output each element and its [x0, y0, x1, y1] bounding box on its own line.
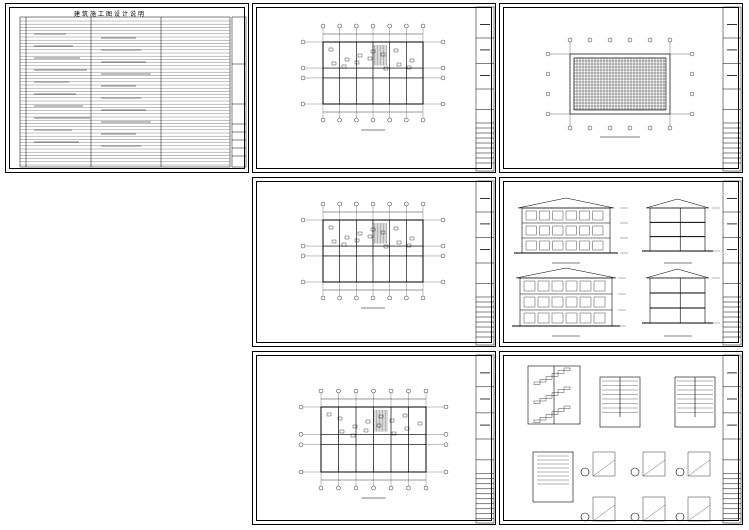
floor-plan-drawing [300, 201, 446, 309]
title-block [722, 6, 742, 172]
elevations-drawing [512, 197, 720, 337]
sheet-frame [503, 181, 739, 343]
sheet-frame [256, 355, 492, 521]
sheet-frame [256, 181, 492, 343]
roof-plan-drawing [545, 37, 695, 138]
floor-plan-drawing [298, 388, 449, 499]
drawing-sheet-floor-plan-2[interactable] [252, 177, 496, 347]
drawing-sheet-floor-plan-3[interactable] [252, 351, 496, 525]
sheet-frame [503, 355, 739, 521]
title-block [722, 354, 742, 524]
stair-details-drawing [527, 365, 716, 522]
drawing-sheet-elevations[interactable] [499, 177, 743, 347]
notes-table [19, 16, 247, 168]
drawing-sheet-design-notes[interactable]: 建筑施工图设计说明 [5, 3, 249, 173]
sheet-frame [9, 7, 245, 169]
sheet-frame [503, 7, 739, 169]
floor-plan-drawing [300, 23, 446, 131]
title-block [475, 180, 495, 346]
sheet-title: 建筑施工图设计说明 [74, 11, 147, 18]
drawing-sheet-stair-details[interactable] [499, 351, 743, 525]
drawing-sheet-floor-plan-1[interactable] [252, 3, 496, 173]
drawing-sheet-roof-plan[interactable] [499, 3, 743, 173]
title-block [722, 180, 742, 346]
title-block [475, 354, 495, 524]
title-block [475, 6, 495, 172]
sheet-frame [256, 7, 492, 169]
